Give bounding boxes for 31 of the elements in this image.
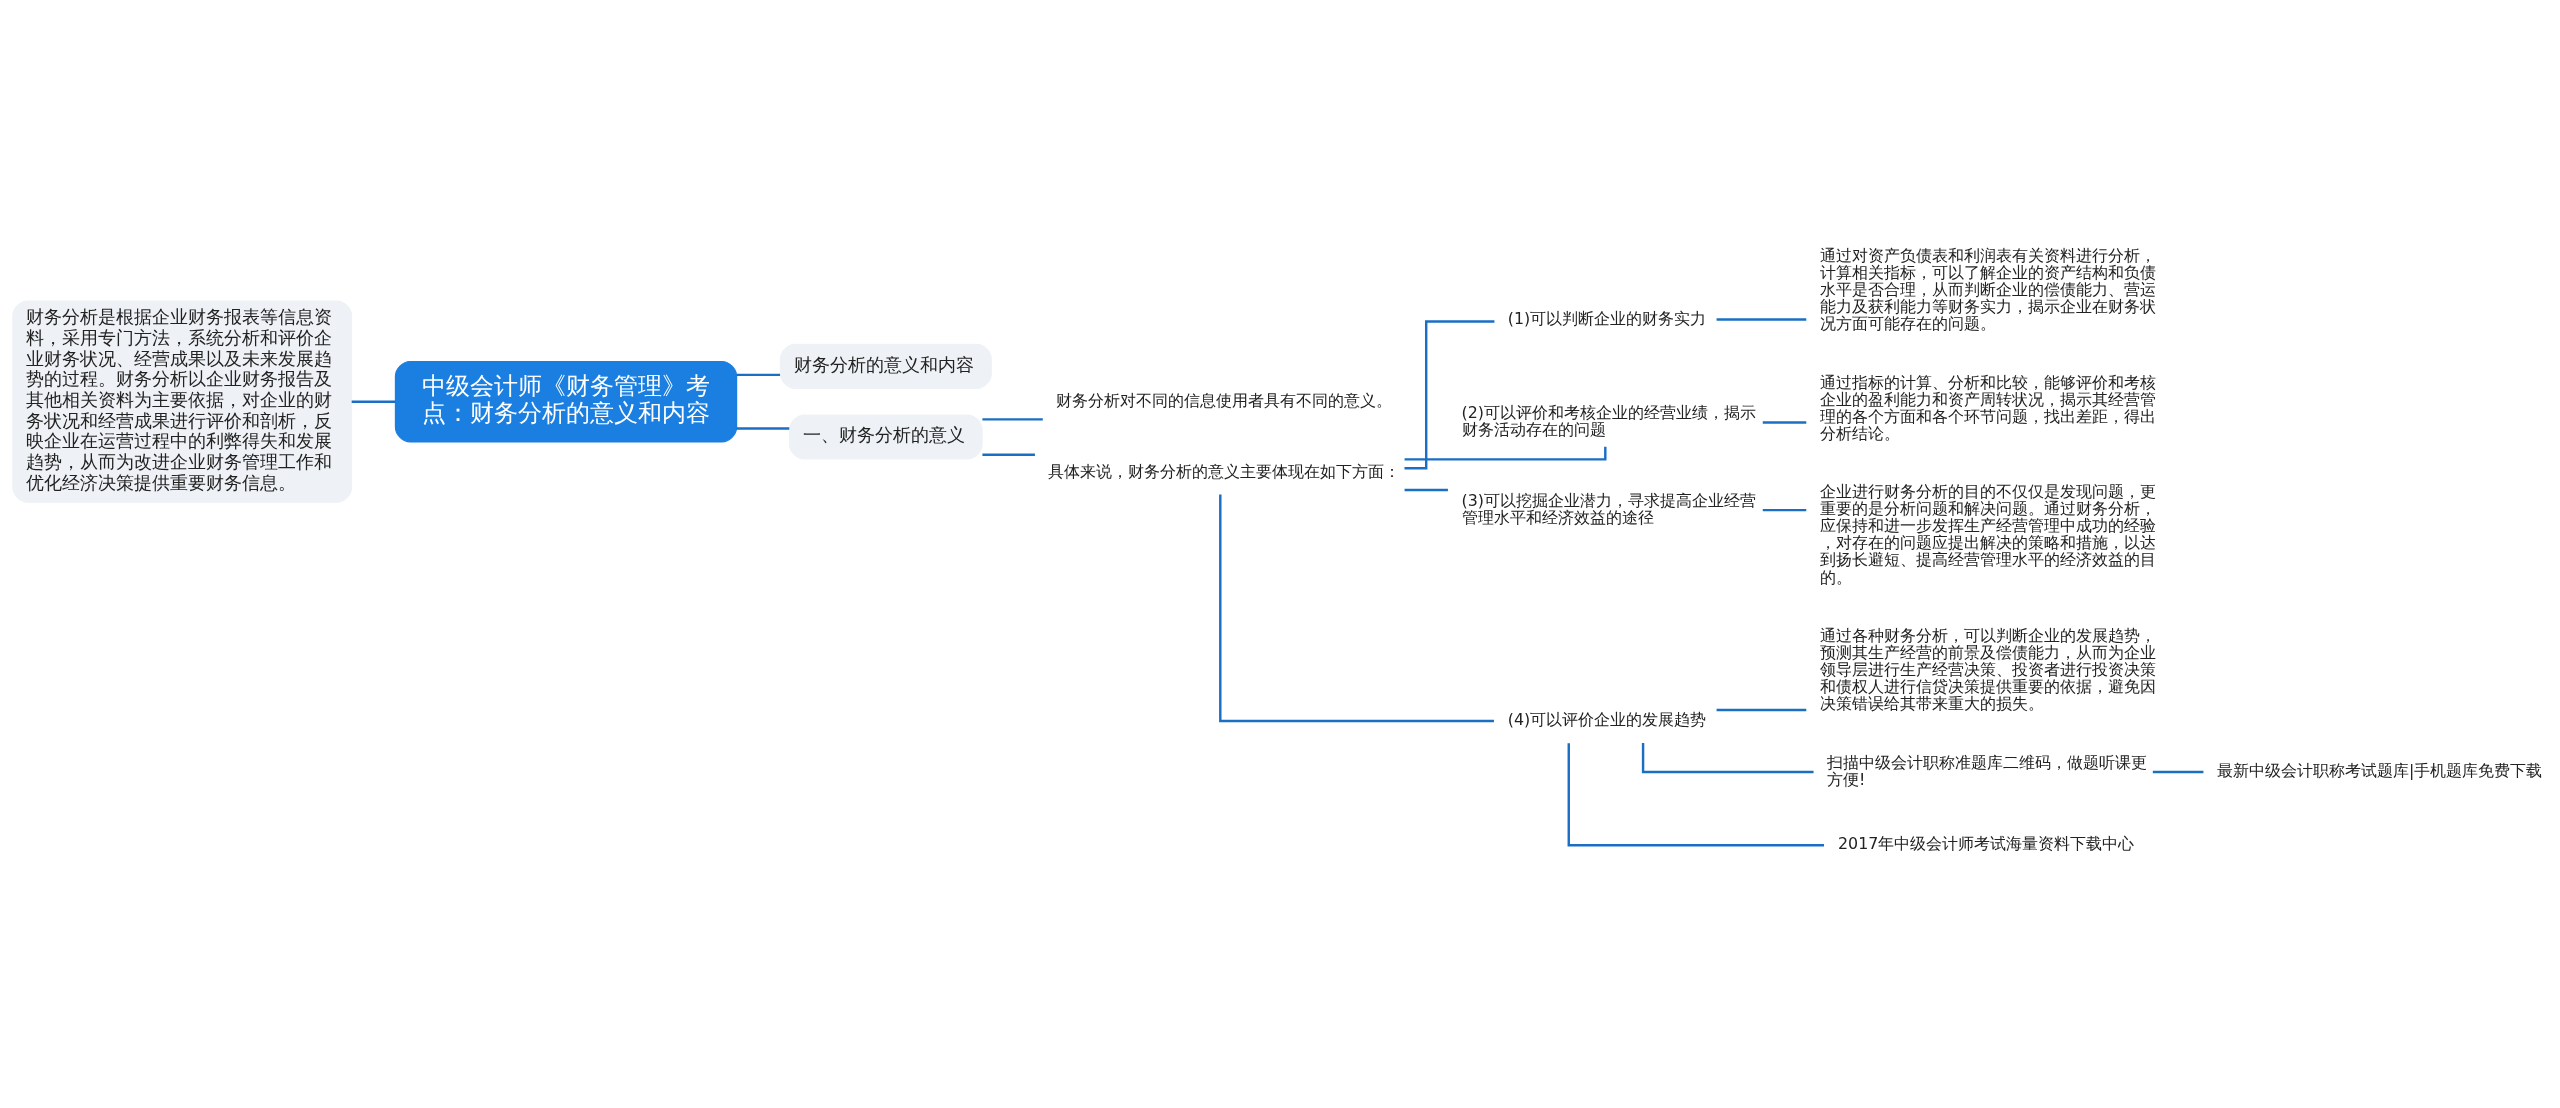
node-box: 财务分析的意义和内容 [779, 343, 992, 389]
node-text: 扫描中级会计职称准题库二维码，做题听课更方便! [1827, 752, 2148, 789]
node-text: 通过对资产负债表和利润表有关资料进行分析，计算相关指标，可以了解企业的资产结构和负债水平是否合理，从而判断企业的偿债能力、营运能力及获利能力等财务实力，揭示企业在财务状况方面可能存在的问题。 [1819, 245, 2156, 334]
connector [1567, 743, 1825, 847]
node-text: 具体来说，财务分析的意义主要体现在如下方面： [1048, 461, 1401, 481]
node-text: (3)可以挖掘企业潜力，寻求提高企业经营管理水平和经济效益的途径 [1461, 490, 1756, 527]
node-box: 财务分析是根据企业财务报表等信息资料，采用专门方法，系统分析和评价企业财务状况、经营成果以及未来发展趋势的过程。财务分析以企业财务报告及其他相关资料为主要依据，对企业的财务状况和经营成果进行评价和剖析，反映企业在运营过程中的利弊得失和发展趋势，从而为改进企业财务管理工作和优化经济决策提供重要财务信息。 [12, 300, 353, 503]
connector [351, 400, 396, 403]
connector [1716, 708, 1807, 712]
node-text: (1)可以判断企业的财务实力 [1507, 309, 1707, 329]
node-text: 企业进行财务分析的目的不仅仅是发现问题，更重要的是分析问题和解决问题。通过财务分析，应保持和进一步发挥生产经营管理中成功的经验，对存在的问题应提出解决的策略和措施，以达到扬长避短、提高经营管理水平的经济效益的目的。 [1819, 482, 2156, 587]
node-text: (4)可以评价企业的发展趋势 [1507, 710, 1707, 730]
node-text: 通过各种财务分析，可以判断企业的发展趋势，预测其生产经营的前景及偿债能力，从而为企业领导层进行生产经营决策、投资者进行投资决策和债权人进行信贷决策提供重要的依据，避免因决策错误给其带来重大的损失。 [1819, 625, 2156, 714]
node-text: 财务分析对不同的信息使用者具有不同的意义。 [1056, 390, 1393, 410]
connector [982, 453, 1035, 456]
connector [1762, 421, 1807, 424]
node-text: 2017年中级会计师考试海量资料下载中心 [1838, 834, 2135, 854]
connector [2152, 770, 2204, 774]
connector [1219, 494, 1494, 723]
connector [736, 427, 790, 430]
connector [1404, 488, 1448, 492]
connector [1716, 318, 1807, 321]
connector [1762, 508, 1807, 512]
node-text: 最新中级会计职称考试题库|手机题库免费下载 [2216, 761, 2543, 781]
node-text: 通过指标的计算、分析和比较，能够评价和考核企业的盈利能力和资产周转状况，揭示其经营管理的各个方面和各个环节问题，找出差距，得出分析结论。 [1819, 372, 2156, 443]
node-text: (2)可以评价和考核企业的经营业绩，揭示财务活动存在的问题 [1461, 403, 1756, 440]
node-box: 中级会计师《财务管理》考点：财务分析的意义和内容 [394, 360, 738, 443]
connector [1404, 320, 1495, 470]
connector [982, 418, 1043, 421]
node-box: 一、财务分析的意义 [789, 414, 983, 460]
connector [736, 373, 781, 377]
